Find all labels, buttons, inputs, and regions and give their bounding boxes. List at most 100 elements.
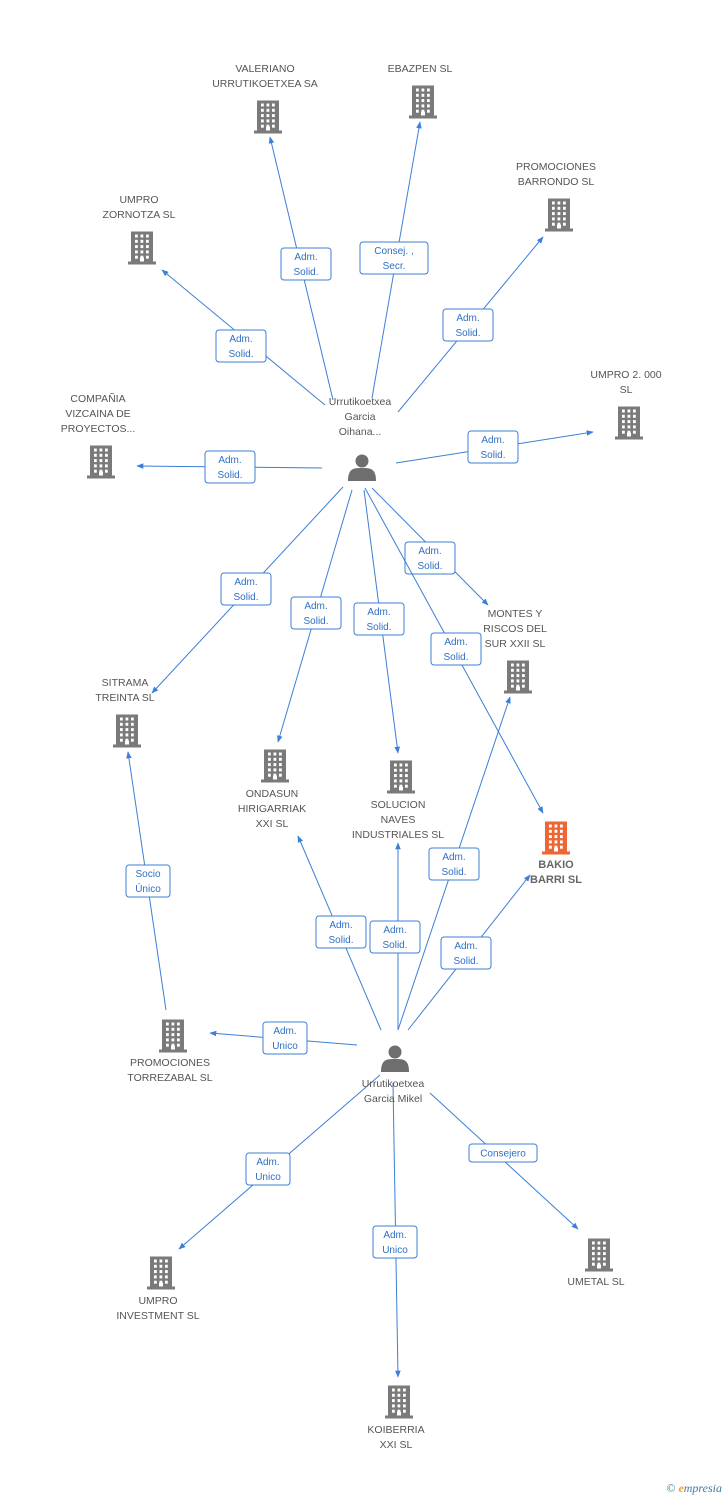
building-icon <box>87 445 115 479</box>
node-label: PROMOCIONES <box>516 161 596 173</box>
edge-label-box[interactable] <box>369 920 421 954</box>
building-icon <box>159 1019 187 1053</box>
edge-label-box[interactable] <box>245 1152 291 1186</box>
edge-label-text: Adm. <box>454 941 477 952</box>
edge-label-text: Adm. <box>383 1230 406 1241</box>
node-label: Urrutikoetxea <box>329 396 392 408</box>
edge-label-text: Adm. <box>218 455 241 466</box>
node-sitrama[interactable]: SITRAMA TREINTA SL <box>95 677 155 748</box>
edge-label-text: Solid. <box>441 867 466 878</box>
edge-label-text: Solid. <box>453 956 478 967</box>
node-label: COMPAÑIA <box>70 392 125 405</box>
edge-label-text: Adm. <box>234 577 257 588</box>
node-label: INDUSTRIALES SL <box>352 829 444 841</box>
node-label: TORREZABAL SL <box>127 1072 212 1084</box>
node-umetal[interactable]: UMETAL SL <box>567 1238 625 1289</box>
node-label: INVESTMENT SL <box>116 1310 199 1322</box>
edge-label-box[interactable] <box>215 329 267 363</box>
edge-p2-ondasun: Adm.Solid. <box>297 835 382 1031</box>
node-label: PROYECTOS... <box>61 423 136 435</box>
edge-label-text: Solid. <box>328 935 353 946</box>
edge-label-text: Adm. <box>383 925 406 936</box>
node-vizcaina[interactable]: COMPAÑIA VIZCAINA DE PROYECTOS... <box>61 392 136 479</box>
edge-label-box[interactable] <box>440 936 492 970</box>
brand-initial: e <box>678 1481 684 1495</box>
building-icon <box>113 714 141 748</box>
building-icon <box>147 1256 175 1290</box>
node-label: ONDASUN <box>246 788 299 800</box>
building-icon <box>128 231 156 265</box>
node-label: TREINTA SL <box>95 692 154 704</box>
node-label: Garcia Mikel <box>364 1093 422 1105</box>
edge-label-text: Adm. <box>444 637 467 648</box>
node-label: HIRIGARRIAK <box>238 803 306 815</box>
edges-layer: Adm. Solid. Consej. ,Secr. Adm. Solid. Adm. So… <box>125 121 594 1378</box>
edge-label-box[interactable] <box>428 847 480 881</box>
edge-label-box[interactable] <box>353 602 405 636</box>
edge-label-box[interactable] <box>359 241 429 275</box>
edge-label-box[interactable] <box>290 596 342 630</box>
edge-label-text: Solid. <box>366 622 391 633</box>
edge-label-text: Socio <box>135 869 160 880</box>
person-icon <box>381 1045 409 1072</box>
node-bakio[interactable]: BAKIO BARRI SL <box>530 821 582 887</box>
building-icon <box>387 760 415 794</box>
node-p1[interactable]: UrrutikoetxeaGarciaOihana... <box>329 396 392 481</box>
edge-label-box[interactable] <box>404 541 456 575</box>
edge-label-text: Unico <box>255 1172 281 1183</box>
node-label: BAKIO <box>538 859 574 871</box>
edge-label-box[interactable] <box>125 864 171 898</box>
edge-label-text: Solid. <box>217 470 242 481</box>
edge-label-box[interactable] <box>315 915 367 949</box>
node-label: UMPRO <box>119 194 158 206</box>
edge-label-text: Solid. <box>417 561 442 572</box>
node-label: URRUTIKOETXEA SA <box>212 78 318 90</box>
edge-label-box[interactable] <box>204 450 256 484</box>
copyright-symbol: © <box>666 1481 676 1495</box>
edge-label-box[interactable] <box>468 1143 538 1163</box>
node-label: VIZCAINA DE <box>65 408 130 420</box>
node-label: NAVES <box>381 814 416 826</box>
edge-label-box[interactable] <box>262 1021 308 1055</box>
edge-p1-vizcaina: Adm. Solid. <box>136 450 323 484</box>
edge-label-box[interactable] <box>430 632 482 666</box>
edge-label-box[interactable] <box>467 430 519 464</box>
node-label: PROMOCIONES <box>130 1057 210 1069</box>
node-koiberria[interactable]: KOIBERRIA XXI SL <box>367 1385 425 1452</box>
node-label: BARRI SL <box>530 874 582 886</box>
edge-p2-umetal: Consejero <box>429 1092 579 1230</box>
edge-label-box[interactable] <box>442 308 494 342</box>
node-label: XXI SL <box>380 1439 413 1451</box>
edge-label-box[interactable] <box>372 1225 418 1259</box>
edge-label-text: Consejero <box>480 1149 526 1160</box>
edge-label-text: Adm. <box>442 852 465 863</box>
node-torrezabal[interactable]: PROMOCIONES TORREZABAL SL <box>127 1019 213 1085</box>
edge-label-box[interactable] <box>280 247 332 281</box>
edge-p1-ebazpen: Consej. ,Secr. <box>359 121 429 399</box>
building-icon <box>254 100 282 134</box>
node-label: SITRAMA <box>102 677 149 689</box>
edge-label-box[interactable] <box>220 572 272 606</box>
node-label: ZORNOTZA SL <box>103 209 176 221</box>
node-label: UMPRO <box>138 1295 177 1307</box>
node-investment[interactable]: UMPRO INVESTMENT SL <box>116 1256 200 1323</box>
edge-p1-valeriano: Adm.Solid. <box>268 136 334 401</box>
node-zornotza[interactable]: UMPRO ZORNOTZA SL <box>103 194 176 265</box>
node-label: Oihana... <box>339 426 382 438</box>
edge-label-text: Solid. <box>443 652 468 663</box>
edge-label-text: Adm. <box>418 546 441 557</box>
building-icon <box>542 821 570 855</box>
node-label: SL <box>620 384 633 396</box>
node-label: UMETAL SL <box>567 1276 624 1288</box>
node-ebazpen[interactable]: EBAZPEN SL <box>388 63 453 119</box>
node-label: KOIBERRIA <box>367 1424 424 1436</box>
